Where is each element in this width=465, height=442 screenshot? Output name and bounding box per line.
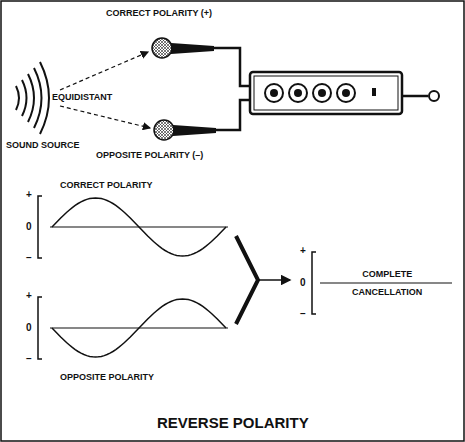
axis-label: –: [26, 353, 32, 364]
sound-path: [60, 52, 148, 90]
graph-title: CORRECT POLARITY: [60, 180, 153, 191]
axis-label: +: [300, 245, 306, 256]
result-label: COMPLETE CANCELLATION: [352, 265, 422, 301]
sound-path: [60, 106, 150, 128]
microphone: [154, 120, 216, 140]
mic-cable: [214, 48, 250, 86]
graph-title: OPPOSITE POLARITY: [60, 372, 154, 383]
polarity-label: CORRECT POLARITY (+): [106, 8, 212, 19]
axis-label: –: [26, 252, 32, 263]
figure-title: REVERSE POLARITY: [157, 414, 309, 432]
axis-label: +: [26, 290, 32, 301]
waveform-graph: [312, 252, 316, 314]
axis-label: 0: [300, 277, 306, 288]
axis-label: –: [300, 308, 306, 319]
polarity-label: OPPOSITE POLARITY (–): [96, 150, 203, 161]
output-line: [320, 282, 452, 283]
annotation: EQUIDISTANT: [52, 92, 112, 103]
mixer: [250, 72, 439, 114]
waveform-graph: [38, 196, 228, 359]
merge-bracket: [236, 236, 258, 324]
axis-label: 0: [26, 221, 32, 232]
merge-arrow: [258, 279, 290, 281]
mic-cable: [216, 100, 250, 130]
axis-label: +: [26, 189, 32, 200]
axis-label: 0: [26, 322, 32, 333]
microphone: [152, 38, 214, 58]
sound-waves: [16, 62, 49, 134]
source-label: SOUND SOURCE: [6, 140, 80, 151]
